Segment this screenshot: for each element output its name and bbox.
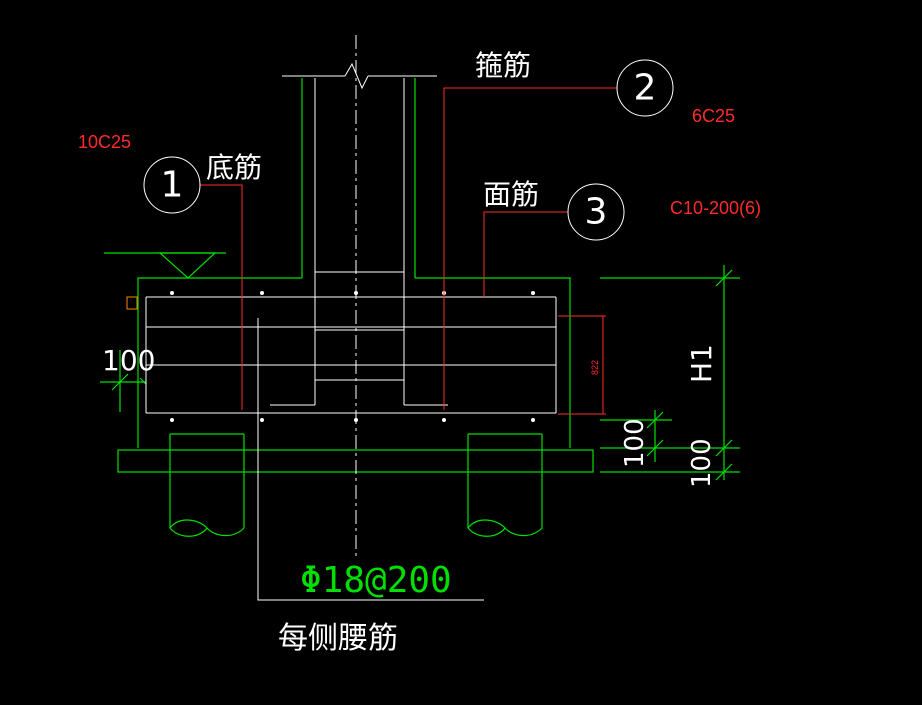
callout-bubble-2: 2 xyxy=(616,59,674,117)
dimension-right-100-upper: 100 xyxy=(620,418,650,468)
stirrup-label: 箍筋 xyxy=(475,49,531,82)
dimension-822: 822 xyxy=(590,360,600,375)
waist-bar-label: 每侧腰筋 xyxy=(278,621,398,656)
dimension-right-100-lower: 100 xyxy=(687,438,717,488)
bottom-bar-label: 底筋 xyxy=(206,151,262,184)
waist-bar-spec: Φ18@200 xyxy=(300,560,452,601)
leader-lines xyxy=(200,87,617,415)
bubble-1-number: 1 xyxy=(161,165,184,206)
stirrup-spec: 6C25 xyxy=(692,106,735,126)
top-bar-label: 面筋 xyxy=(483,178,539,211)
dimension-left-100: 100 xyxy=(102,344,155,377)
top-bar-spec: C10-200(6) xyxy=(670,198,761,218)
rebar-lines xyxy=(145,35,557,601)
bubble-3-number: 3 xyxy=(585,192,608,233)
dimension-h1: H1 xyxy=(685,344,718,383)
bubble-2-number: 2 xyxy=(634,68,657,109)
bottom-bar-spec: 10C25 xyxy=(78,132,131,152)
callout-bubble-3: 3 xyxy=(567,183,625,241)
callout-bubble-1: 1 xyxy=(143,156,201,214)
